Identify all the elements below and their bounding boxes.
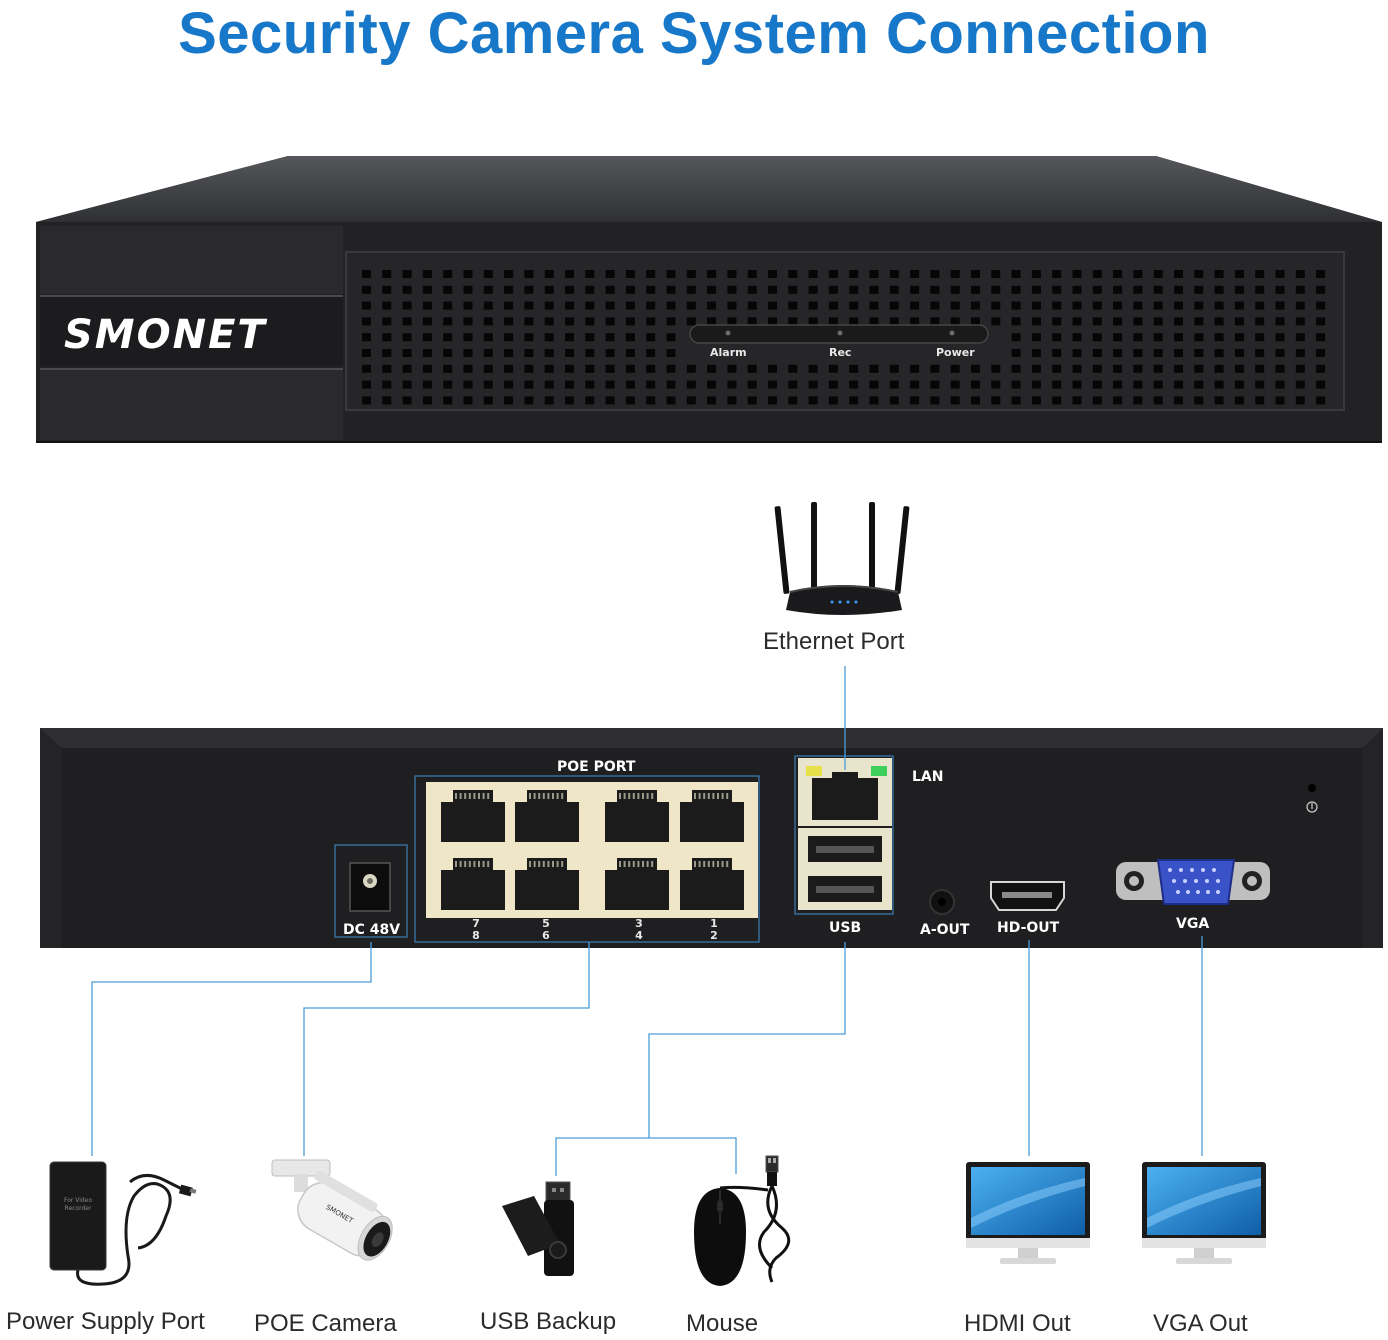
alarm-label: Alarm xyxy=(710,346,747,359)
poe-number: 8 xyxy=(472,929,480,942)
rj45-port xyxy=(605,790,669,842)
power-supply-label: Power Supply Port xyxy=(6,1308,205,1335)
brand-plate xyxy=(40,296,343,366)
poe-number: 6 xyxy=(542,929,550,942)
nvr-rear-view xyxy=(40,728,1383,948)
mouse-label: Mouse xyxy=(686,1310,759,1337)
router-icon xyxy=(774,502,910,615)
rec-led xyxy=(837,330,843,336)
poe-connector-line xyxy=(303,942,590,1156)
svg-text:Recorder: Recorder xyxy=(65,1205,92,1212)
power-label: Power xyxy=(936,346,975,359)
vga-out-label: VGA Out xyxy=(1153,1310,1248,1337)
rj45-port xyxy=(680,858,744,910)
usb-label: USB xyxy=(829,920,862,936)
ethernet-port-label: Ethernet Port xyxy=(763,628,905,655)
rj45-port xyxy=(515,858,579,910)
rj45-port xyxy=(605,858,669,910)
power-adapter-icon: For Video Recorder xyxy=(49,1161,197,1286)
page-title: Security Camera System Connection xyxy=(178,1,1210,66)
poe-camera-label: POE Camera xyxy=(254,1310,397,1337)
lan-led-right xyxy=(871,766,887,776)
vga-monitor-icon xyxy=(1142,1162,1266,1264)
a-out-label: A-OUT xyxy=(920,922,970,938)
hdmi-out-label: HDMI Out xyxy=(964,1310,1071,1337)
poe-number: 3 xyxy=(635,917,643,930)
rj45-port xyxy=(515,790,579,842)
hdmi-monitor-icon xyxy=(966,1162,1090,1264)
poe-camera-icon: SMONET xyxy=(271,1159,393,1261)
rj45-port xyxy=(441,790,505,842)
poe-number: 2 xyxy=(710,929,718,942)
poe-number: 7 xyxy=(472,917,480,930)
rec-label: Rec xyxy=(829,346,852,359)
usb-connector-line xyxy=(648,942,846,1138)
rj45-port xyxy=(441,858,505,910)
power-connector-line xyxy=(91,942,372,1156)
dc-48v-label: DC 48V xyxy=(343,922,401,938)
poe-number: 1 xyxy=(710,917,718,930)
vga-label: VGA xyxy=(1176,916,1210,932)
rj45-port xyxy=(680,790,744,842)
lan-label: LAN xyxy=(912,769,944,785)
nvr-front-view xyxy=(36,156,1382,443)
poe-number: 5 xyxy=(542,917,550,930)
usb-backup-label: USB Backup xyxy=(480,1308,617,1335)
usb-drive-icon xyxy=(502,1181,574,1276)
hd-out-label: HD-OUT xyxy=(997,920,1060,936)
brand-logo: SMONET xyxy=(64,312,267,358)
mouse-icon xyxy=(694,1155,791,1286)
poe-port-label: POE PORT xyxy=(557,759,636,775)
power-led xyxy=(949,330,955,336)
dc-port-frame xyxy=(334,844,408,938)
lan-led-left xyxy=(806,766,822,776)
poe-number: 4 xyxy=(635,929,643,942)
alarm-led xyxy=(725,330,731,336)
adapter-print: For Video xyxy=(64,1197,92,1204)
